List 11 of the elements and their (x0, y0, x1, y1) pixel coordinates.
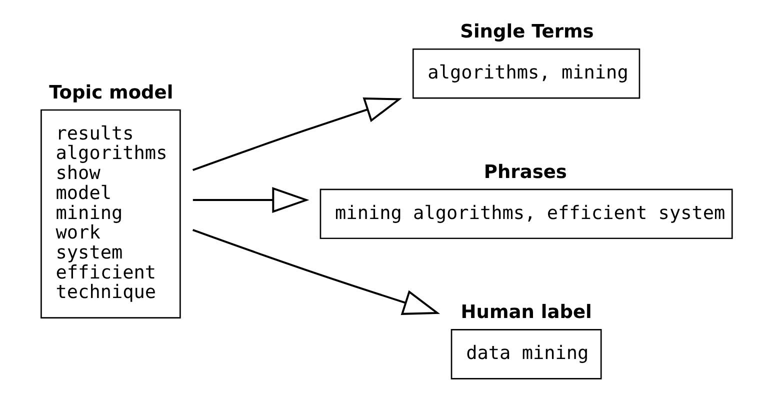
node-box: mining algorithms, efficient system (319, 188, 732, 240)
node-label: Single Terms (460, 21, 594, 42)
arrow (192, 229, 440, 315)
arrow (192, 187, 309, 213)
node-label: Topic model (48, 82, 173, 104)
node-box: algorithms, mining (412, 48, 640, 99)
arrow (192, 97, 402, 171)
node-label: Human label (460, 302, 592, 324)
node-box: results algorithms show model mining work system efficient technique (40, 109, 180, 318)
node-box: data mining (450, 329, 602, 380)
node-label: Phrases (483, 162, 566, 183)
